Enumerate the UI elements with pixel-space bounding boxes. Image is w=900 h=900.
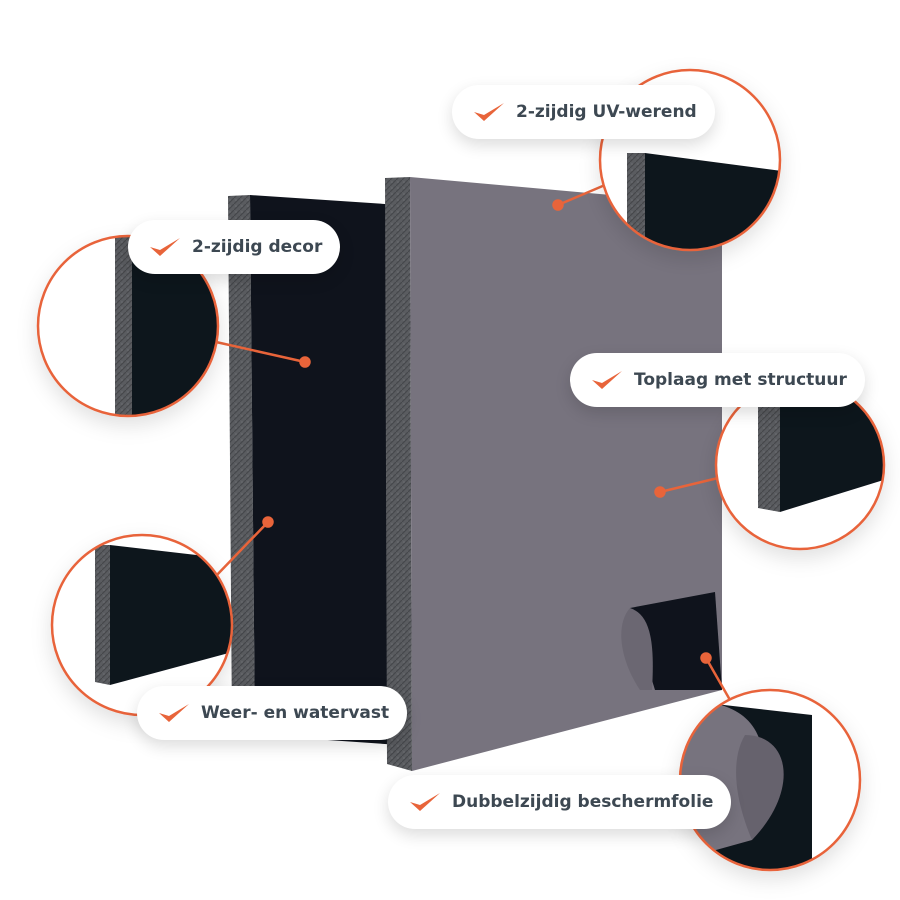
checkmark-icon bbox=[410, 793, 440, 811]
checkmark-icon bbox=[159, 704, 189, 722]
zoom-circle-toplaag bbox=[714, 379, 886, 551]
feature-label-text: 2-zijdig UV-werend bbox=[516, 102, 697, 122]
feature-label-folie: Dubbelzijdig beschermfolie bbox=[388, 775, 732, 829]
feature-label-decor: 2-zijdig decor bbox=[128, 220, 341, 274]
zoom-circle-folie bbox=[678, 688, 862, 872]
feature-label-weer: Weer- en watervast bbox=[137, 686, 408, 740]
checkmark-icon bbox=[150, 238, 180, 256]
front-panel bbox=[385, 177, 722, 771]
feature-label-text: Dubbelzijdig beschermfolie bbox=[452, 792, 714, 812]
back-panel bbox=[228, 195, 400, 745]
checkmark-icon bbox=[592, 371, 622, 389]
feature-label-uv: 2-zijdig UV-werend bbox=[452, 85, 715, 139]
feature-label-text: Toplaag met structuur bbox=[634, 370, 847, 390]
feature-label-text: 2-zijdig decor bbox=[192, 237, 323, 257]
checkmark-icon bbox=[474, 103, 504, 121]
zoom-circle-weer bbox=[50, 533, 234, 717]
feature-label-text: Weer- en watervast bbox=[201, 703, 390, 723]
feature-label-toplaag: Toplaag met structuur bbox=[570, 353, 865, 407]
leader-lines bbox=[213, 183, 732, 701]
